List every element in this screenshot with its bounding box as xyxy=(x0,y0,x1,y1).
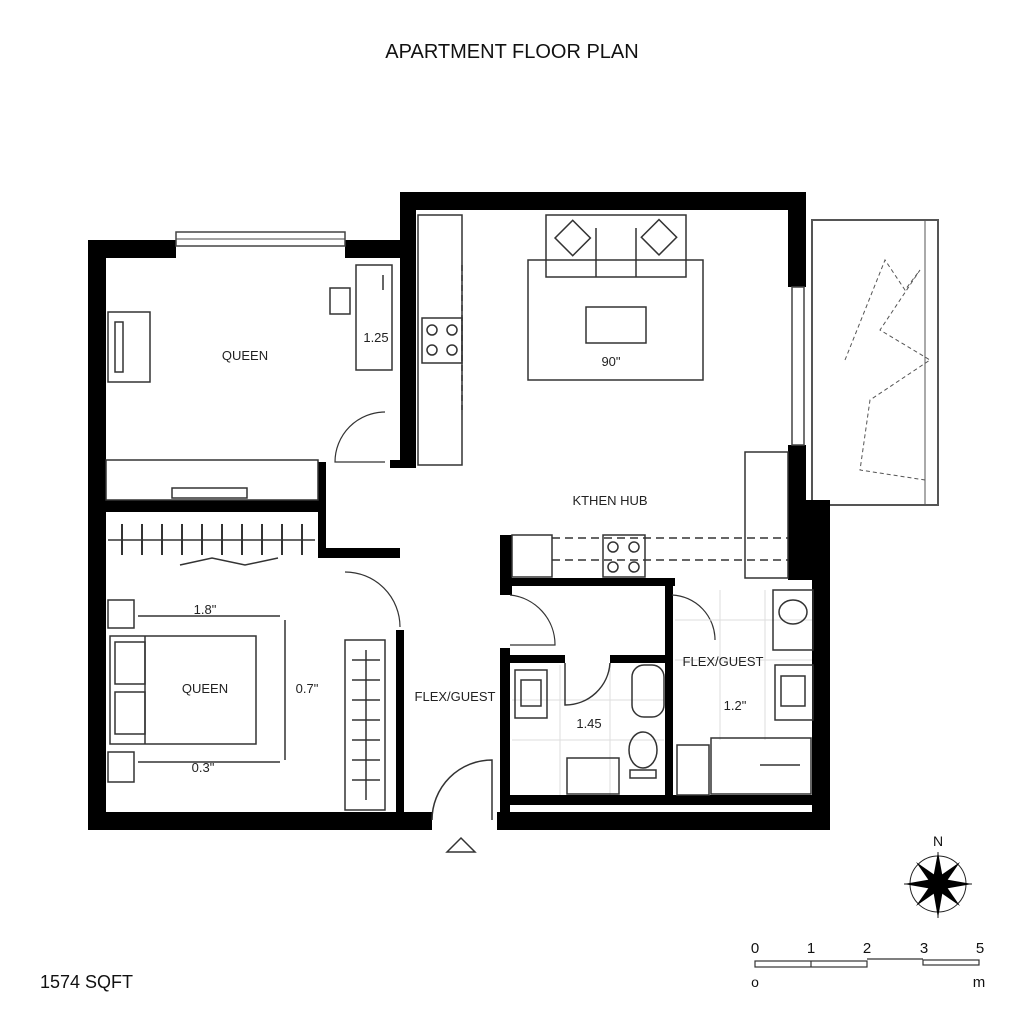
dim-living-rug: 90" xyxy=(601,354,620,369)
room-label-bedroom-bottom: QUEEN xyxy=(182,681,228,696)
dim-bath-right: 1.2" xyxy=(724,698,747,713)
balcony xyxy=(811,219,939,506)
scale-tick-5: 5 xyxy=(976,940,984,957)
page-title: APARTMENT FLOOR PLAN xyxy=(385,41,638,63)
walls xyxy=(88,192,830,830)
entry-door xyxy=(431,759,493,853)
room-label-flex-left: FLEX/GUEST xyxy=(415,689,496,704)
compass-rose-icon xyxy=(904,852,972,918)
scale-tick-2: 2 xyxy=(863,940,871,957)
scale-bar xyxy=(754,958,980,968)
bathrooms xyxy=(512,589,814,796)
dim-bed-bottom: 0.3" xyxy=(192,760,215,775)
compass-north-label: N xyxy=(933,833,943,849)
scale-tick-0: 0 xyxy=(751,940,759,957)
dim-bath-left: 1.45 xyxy=(576,716,601,731)
scale-tick-1: 1 xyxy=(807,940,815,957)
windows xyxy=(175,231,805,446)
closet xyxy=(108,524,315,566)
area-label: 1574 SQFT xyxy=(40,972,133,992)
dim-bed-length: 0.7" xyxy=(296,681,319,696)
living-kitchen xyxy=(417,214,789,646)
scale-tick-3: 3 xyxy=(920,940,928,957)
scale-unit-label: m xyxy=(973,974,986,991)
dim-bed-width: 1.8" xyxy=(194,602,217,617)
scale-start-label: o xyxy=(751,974,759,990)
room-label-flex-right: FLEX/GUEST xyxy=(683,654,764,669)
room-label-kitchen: KTHEN HUB xyxy=(572,493,647,508)
room-label-bedroom-top: QUEEN xyxy=(222,348,268,363)
bedroom-top xyxy=(105,264,393,501)
bedroom-bottom xyxy=(107,571,401,811)
dim-desk: 1.25 xyxy=(363,330,388,345)
